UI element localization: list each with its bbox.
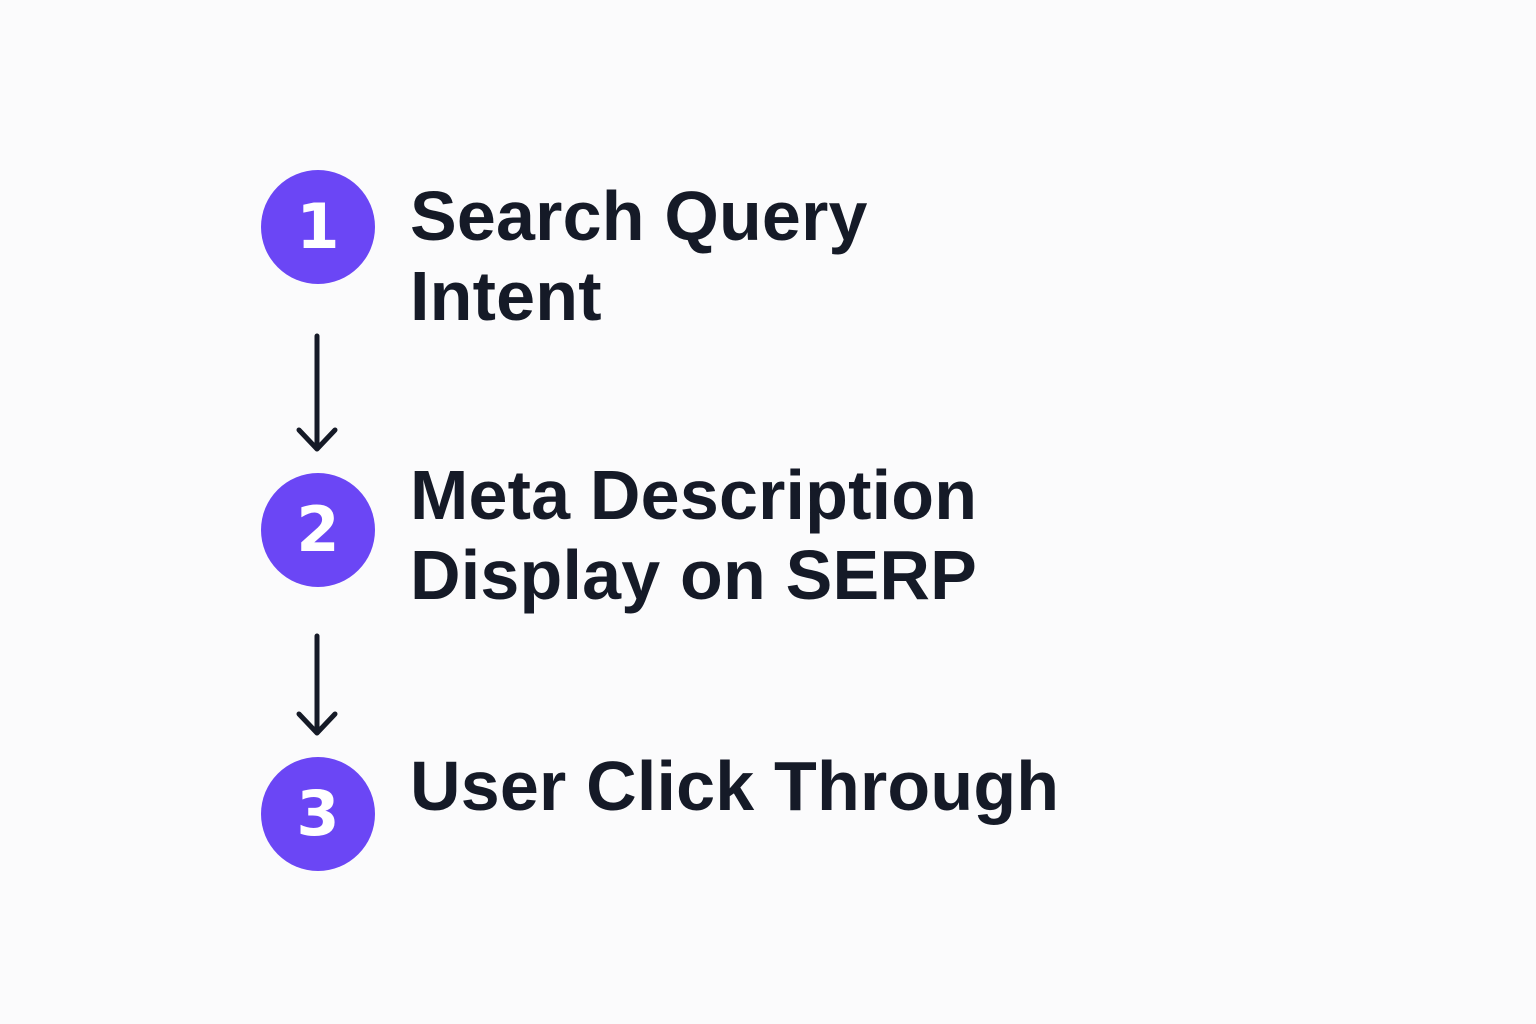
step-1-label: Search Query Intent xyxy=(410,176,868,336)
step-1-badge: 1 xyxy=(261,170,375,284)
step-1-label-line-2: Intent xyxy=(410,257,602,335)
step-2-label-line-1: Meta Description xyxy=(410,456,978,534)
arrow-down-icon xyxy=(296,633,338,736)
step-3-number: 3 xyxy=(296,777,340,850)
step-3-label: User Click Through xyxy=(410,746,1059,826)
step-2-badge: 2 xyxy=(261,473,375,587)
step-2-label: Meta Description Display on SERP xyxy=(410,455,977,615)
step-2-number: 2 xyxy=(296,493,340,566)
arrow-down-icon xyxy=(296,333,338,452)
step-3-label-line-1: User Click Through xyxy=(410,747,1060,825)
step-2-label-line-2: Display on SERP xyxy=(410,536,978,614)
step-1-number: 1 xyxy=(296,190,340,263)
step-1-label-line-1: Search Query xyxy=(410,177,868,255)
step-3-badge: 3 xyxy=(261,757,375,871)
